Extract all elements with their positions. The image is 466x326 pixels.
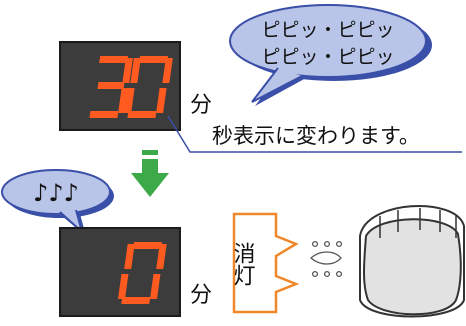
beep-line-2: ピピッ・ピピッ [261,46,394,68]
digit-0-bottom [117,242,167,304]
music-bubble: ♪♪♪ [1,169,114,236]
bottom-display: 0 [59,227,181,317]
digit-0 [124,56,173,118]
beep-bubble: ピピッ・ピピッ ピピッ・ピピッ [229,4,432,106]
digit-3 [89,56,133,118]
top-display: 30 [59,41,181,131]
caption: 秒表示に変わります。 [212,124,420,148]
music-notes: ♪♪♪ [33,179,79,207]
lamp-label: 消灯 [230,242,256,286]
down-arrow-icon [131,150,169,197]
leader-line [167,115,462,153]
beep-line-1: ピピッ・ピピッ [261,19,394,41]
lamp-off-icon: 消灯 [230,212,343,314]
top-unit-label: 分 [190,93,212,118]
knob-icon [359,204,465,318]
bottom-unit-label: 分 [190,283,212,308]
